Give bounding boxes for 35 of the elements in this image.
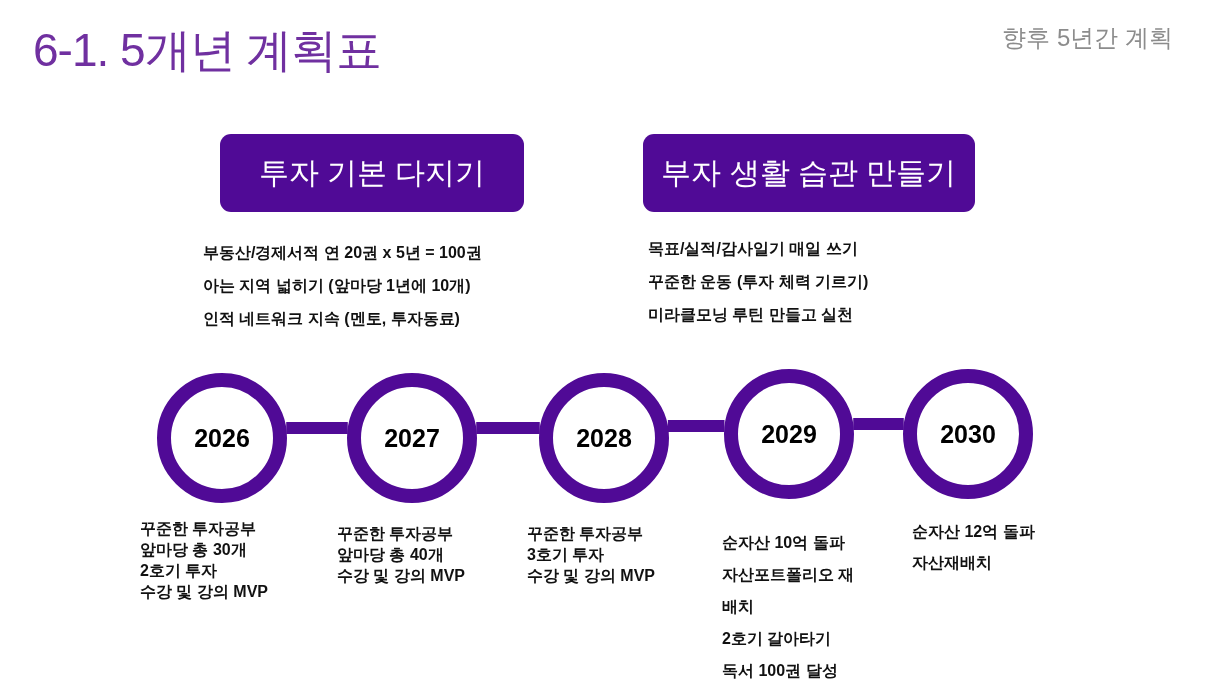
plan-item: 꾸준한 운동 (투자 체력 기르기) <box>648 272 869 292</box>
plan-item: 자산포트폴리오 재배치 <box>722 565 856 617</box>
plan-item: 2호기 갈아타기 <box>722 629 832 649</box>
plan-item: 꾸준한 투자공부 <box>140 519 257 539</box>
plan-item: 수강 및 강의 MVP <box>140 582 268 602</box>
year-circle: 2027 <box>347 373 477 503</box>
plan-item: 꾸준한 투자공부 <box>337 524 454 544</box>
plan-item: 자산재배치 <box>912 553 992 573</box>
page-title: 6-1. 5개년 계획표 <box>33 23 382 78</box>
connector-line <box>286 422 348 434</box>
plan-item: 수강 및 강의 MVP <box>527 566 655 586</box>
plan-item: 인적 네트워크 지속 (멘토, 투자동료) <box>203 309 460 329</box>
plan-item: 수강 및 강의 MVP <box>337 566 465 586</box>
connector-line <box>667 420 725 432</box>
heading-box: 부자 생활 습관 만들기 <box>643 134 975 212</box>
plan-item: 목표/실적/감사일기 매일 쓰기 <box>648 239 858 259</box>
plan-item: 앞마당 총 40개 <box>337 545 444 565</box>
heading-box: 투자 기본 다지기 <box>220 134 524 212</box>
plan-item: 3호기 투자 <box>527 545 605 565</box>
plan-item: 아는 지역 넓히기 (앞마당 1년에 10개) <box>203 276 471 296</box>
connector-line <box>853 418 904 430</box>
plan-item: 순자산 12억 돌파 <box>912 522 1035 542</box>
year-circle: 2029 <box>724 369 854 499</box>
plan-item: 2호기 투자 <box>140 561 218 581</box>
plan-item: 앞마당 총 30개 <box>140 540 247 560</box>
plan-item: 미라클모닝 루틴 만들고 실천 <box>648 305 854 325</box>
plan-item: 순자산 10억 돌파 <box>722 533 845 553</box>
year-circle: 2030 <box>903 369 1033 499</box>
plan-item: 부동산/경제서적 연 20권 x 5년 = 100권 <box>203 243 482 263</box>
header-note: 향후 5년간 계획 <box>1002 23 1173 53</box>
year-circle: 2026 <box>157 373 287 503</box>
year-circle: 2028 <box>539 373 669 503</box>
plan-item: 독서 100권 달성 <box>722 661 838 681</box>
connector-line <box>476 422 540 434</box>
plan-item: 꾸준한 투자공부 <box>527 524 644 544</box>
